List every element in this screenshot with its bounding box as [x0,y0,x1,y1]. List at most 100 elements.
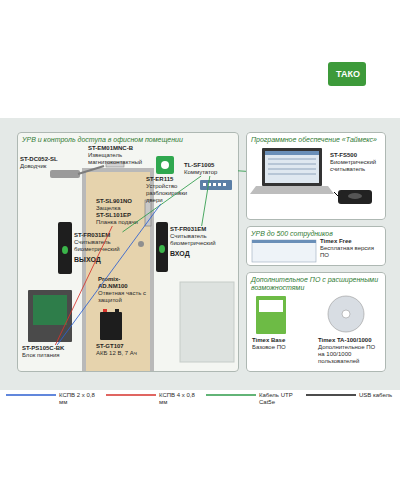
software-box [256,296,286,334]
group-panel: Дополнительное ПО с расширенными возможн… [246,272,386,372]
device-label: ST-FS500Биометрический считыватель [330,152,384,173]
switch-port [218,183,221,186]
device-label: Timex BaseБазовое ПО [252,337,314,351]
panel-title: Программное обеспечение «Таймекс» [251,136,381,144]
door-leaf [86,172,150,372]
legend-text: КСПВ 2 x 0,8 мм [59,392,103,406]
laptop-base [250,186,334,194]
screenshot [252,240,316,262]
device-text: Ответная часть с защитой [98,290,148,304]
door-frame [82,168,154,372]
device-label: ST-EM01MNC-BИзвещатель магнитоконтактный [88,145,160,166]
panel-fill [17,132,239,372]
device-text: ST-DC052-SL [20,156,68,163]
device-label: Timex FreeБесплатная версия ПО [320,238,382,259]
device-text: Доводчик [20,163,68,170]
legend-line [206,394,256,396]
device-text: ST-PS105C-BK [22,345,82,352]
device-label: ST-SL901NOЗащелкаST-SL101EPПланка подачи [96,198,142,226]
exit-button [156,156,174,174]
power-supply [28,290,72,342]
usb-cable [334,192,338,196]
box-label [259,300,283,312]
device-text: ST-SL101EP [96,212,142,219]
panel-fill [246,226,386,266]
device-text: Promix-AD.NM100 [98,276,148,290]
door-handle [138,241,144,247]
panel-fill [246,132,386,220]
software-disc [328,296,364,332]
logo-badge [328,62,366,86]
device-text: Блок питания [22,352,82,359]
cable-connector [238,170,246,172]
device-text: Извещатель магнитоконтактный [88,152,160,166]
device-label: ST-DC052-SLДоводчик [20,156,68,170]
device-text: ST-GT107 [96,343,150,350]
group-panel: УРВ до 500 сотрудниковTimex FreeБесплатн… [246,226,386,266]
panel-title: УРВ и контроль доступа в офисном помещен… [22,136,234,144]
battery-terminal [103,309,107,312]
cable-line [202,176,210,226]
device-label: Timex TA-100/1000Дополнительное ПО на 10… [318,337,382,365]
device-text: Планка подачи [96,219,142,226]
device-text: Считыватель биометрический [170,233,228,247]
logo-text: ТАКО [331,69,365,79]
device-label: Promix-AD.NM100Ответная часть с защитой [98,276,148,304]
reader-device [58,222,72,274]
electric-strike [145,200,151,226]
legend-line [6,394,56,396]
legend-text: КСПВ 4 x 0,8 мм [159,392,203,406]
disc-hole [342,310,350,318]
fingerprint-window [62,246,68,254]
cable-line [55,226,112,345]
usb-scanner [338,190,372,204]
device-text: Дополнительное ПО на 100/1000 пользовате… [318,344,382,365]
fingerprint-window [159,245,165,253]
cable-line [57,204,161,345]
device-label: ST-GT107АКБ 12 В, 7 Ач [96,343,150,357]
group-panel: Программное обеспечение «Таймекс» ST-FS50… [246,132,386,220]
table-row [268,163,316,165]
window [180,282,234,362]
device-label: ST-FR031EMСчитыватель биометрическийВЫХО… [74,232,126,264]
legend-text: USB кабель [359,392,400,399]
device-text: ST-ER115 [146,176,196,183]
device-label: TL-SF1005Коммутатор [184,162,238,176]
device-text: ST-FS500 [330,152,384,159]
legend-line [106,394,156,396]
cable-connector [202,176,210,226]
window-bar [252,240,316,243]
device-text: Коммутатор [184,169,238,176]
device-text: Биометрический считыватель [330,159,384,173]
device-text: Timex Base [252,337,314,344]
cable-connector [122,176,201,232]
door-closer [50,170,80,178]
device-text: Считыватель биометрический [74,239,126,253]
device-text: Timex TA-100/1000 [318,337,382,344]
power-board [33,295,67,325]
switch-port [208,183,211,186]
device-text: ВХОД [170,249,228,258]
closer-arm [78,166,104,174]
background-band [0,118,400,390]
scanner-window [348,193,362,199]
device-label: ST-ER115Устройство разблокировки двери [146,176,196,204]
device-text: Устройство разблокировки двери [146,183,196,204]
cable-connector [57,204,161,345]
device-text: ST-SL901NO [96,198,142,205]
device-text: ST-FR031EM [74,232,126,239]
group-panel: УРВ и контроль доступа в офисном помещен… [17,132,239,372]
legend-text: Кабель UTP Cat5e [259,392,303,406]
battery [100,312,122,340]
switch-port [223,183,226,186]
reader-device [156,222,168,272]
legend-line [306,394,356,396]
table-row [268,173,316,175]
device-text: Защелка [96,205,142,212]
table-row [268,168,316,170]
panel-fill [246,272,386,372]
device-text: ВЫХОД [74,255,126,264]
battery-terminal [115,309,119,312]
window-bar [265,151,319,155]
